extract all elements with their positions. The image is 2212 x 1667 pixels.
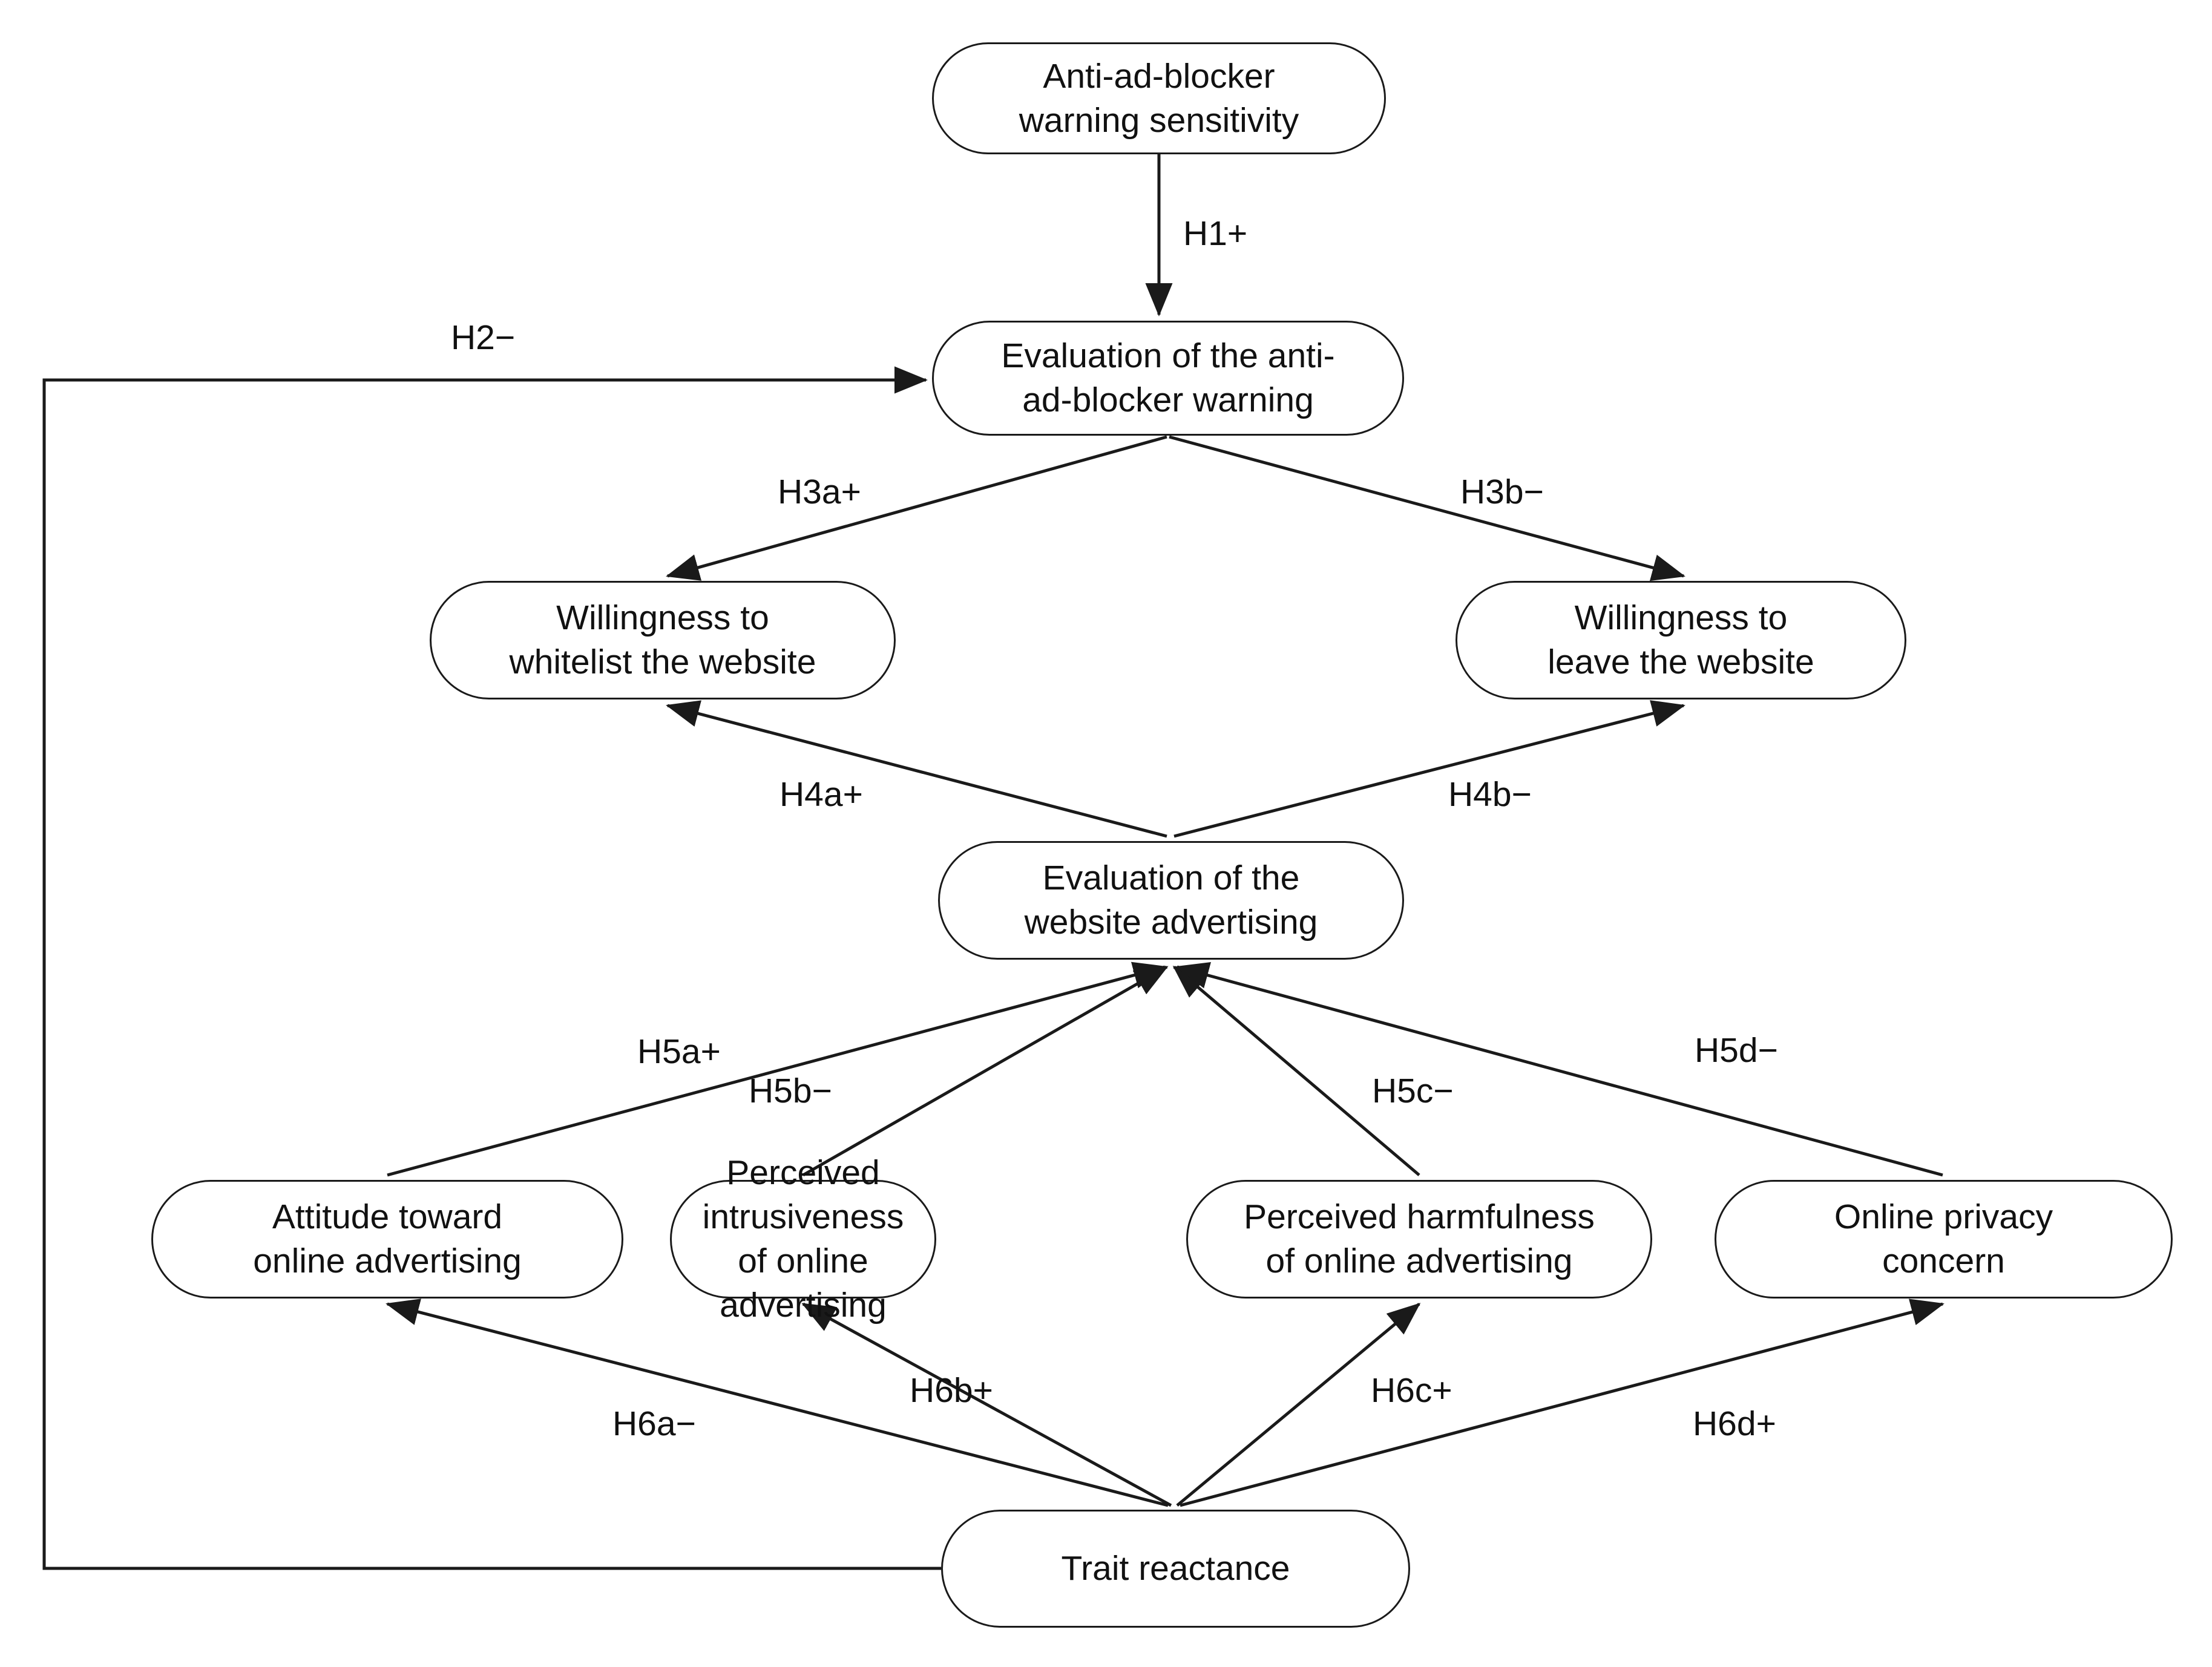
node-label: Trait reactance	[1061, 1549, 1290, 1588]
edge-h5c	[1172, 966, 1420, 1176]
node-anti-ad-blocker-warning-sensitivity[interactable]: Anti-ad-blocker warning sensitivity	[932, 42, 1386, 154]
edge-h5d	[1175, 961, 1943, 1177]
edge-label-h2: H2−	[451, 318, 516, 357]
edge-label-h6c: H6c+	[1371, 1371, 1452, 1410]
edge-h6a	[386, 1299, 1169, 1507]
edge-label-h5d: H5d−	[1695, 1031, 1778, 1070]
edge-label-h1: H1+	[1183, 214, 1248, 253]
edge-label-h4a: H4a+	[779, 775, 863, 814]
edge-label-h3a: H3a+	[778, 473, 861, 511]
edge-h3a	[666, 435, 1167, 581]
node-trait-reactance[interactable]: Trait reactance	[941, 1510, 1410, 1628]
edge-label-h6d: H6d+	[1693, 1404, 1776, 1443]
node-label: Attitude toward online advertising	[253, 1197, 522, 1280]
node-evaluation-of-the-anti-ad-blocker-warning[interactable]: Evaluation of the anti- ad-blocker warni…	[932, 321, 1404, 436]
node-label: Willingness to whitelist the website	[509, 598, 816, 681]
node-label: Willingness to leave the website	[1547, 598, 1814, 681]
node-willingness-to-whitelist-the-website[interactable]: Willingness to whitelist the website	[430, 581, 896, 699]
edge-label-h3b: H3b−	[1460, 473, 1544, 511]
node-label: Anti-ad-blocker warning sensitivity	[1019, 56, 1299, 140]
edge-h4a	[666, 700, 1167, 838]
node-label: Perceived harmfulness of online advertis…	[1244, 1197, 1595, 1280]
node-evaluation-of-the-website-advertising[interactable]: Evaluation of the website advertising	[938, 841, 1404, 960]
edge-h5a	[387, 961, 1167, 1177]
edge-label-h6a: H6a−	[612, 1404, 696, 1443]
edge-h3b	[1169, 435, 1685, 581]
edge-h4b	[1173, 700, 1685, 838]
node-attitude-toward-online-advertising[interactable]: Attitude toward online advertising	[151, 1180, 623, 1299]
node-willingness-to-leave-the-website[interactable]: Willingness to leave the website	[1456, 581, 1906, 699]
node-label: Evaluation of the anti- ad-blocker warni…	[1001, 336, 1335, 419]
node-perceived-harmfulness-of-online-advertising[interactable]: Perceived harmfulness of online advertis…	[1186, 1180, 1652, 1299]
node-label: Online privacy concern	[1834, 1197, 2053, 1280]
node-label: Evaluation of the website advertising	[1024, 859, 1318, 942]
edge-label-h5b: H5b−	[749, 1072, 832, 1110]
edge-h2	[42, 366, 941, 1570]
edge-label-h5c: H5c−	[1372, 1072, 1454, 1110]
edge-label-h6b: H6b+	[910, 1371, 993, 1410]
node-label: Perceived intrusiveness of online advert…	[702, 1153, 904, 1325]
edge-h5b	[802, 965, 1169, 1177]
node-perceived-intrusiveness-of-online-advertising[interactable]: Perceived intrusiveness of online advert…	[670, 1153, 936, 1325]
edge-h6d	[1180, 1299, 1945, 1507]
edge-label-h5a: H5a+	[637, 1032, 721, 1071]
edge-h6b	[801, 1302, 1172, 1507]
edge-h6c	[1176, 1303, 1421, 1507]
edge-label-h4b: H4b−	[1448, 775, 1532, 814]
node-online-privacy-concern[interactable]: Online privacy concern	[1715, 1180, 2173, 1299]
